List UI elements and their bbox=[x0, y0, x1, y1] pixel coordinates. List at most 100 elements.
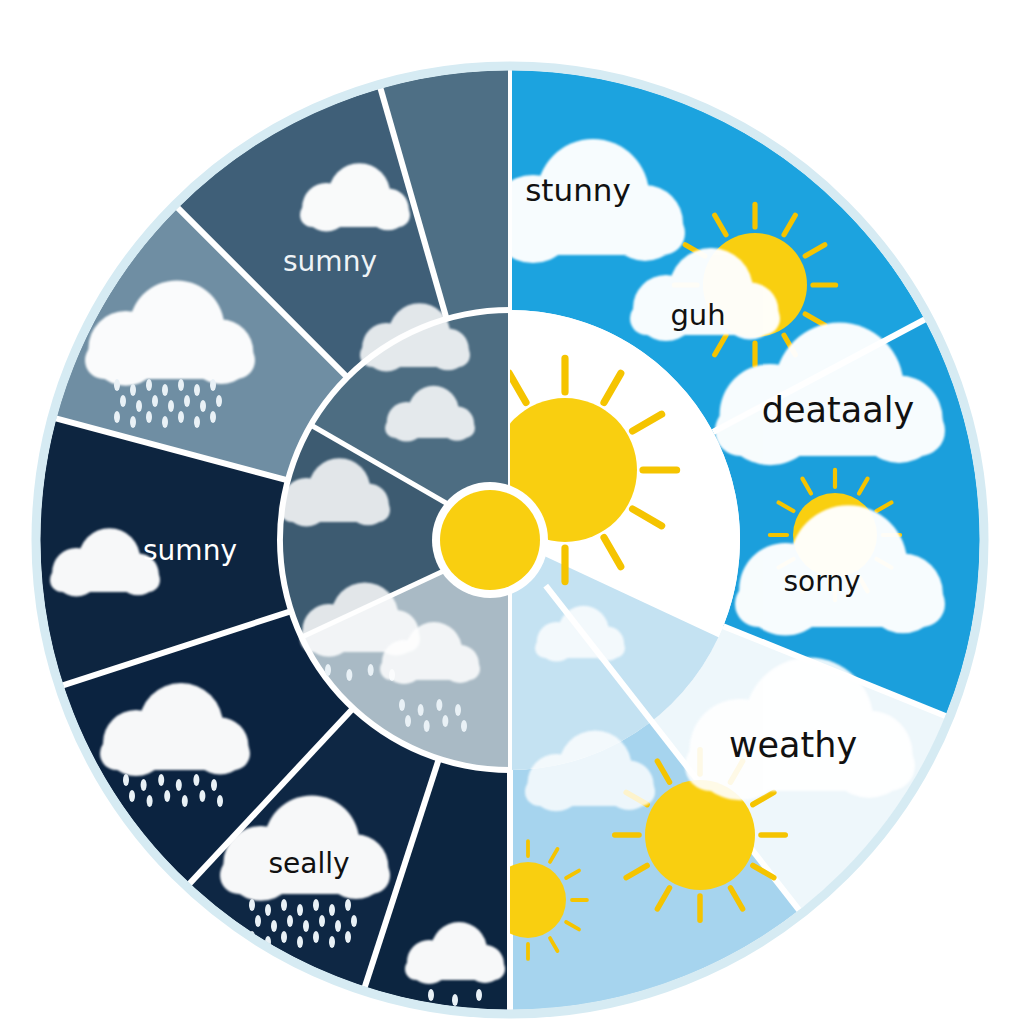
hub-ring bbox=[432, 482, 548, 598]
rain-drop bbox=[194, 384, 200, 396]
rain-drop bbox=[452, 994, 458, 1006]
cloud-icon bbox=[85, 280, 255, 385]
cloud-base bbox=[535, 638, 625, 658]
sun-ray bbox=[561, 548, 568, 582]
rain-drop bbox=[271, 920, 277, 932]
rain-drop bbox=[476, 989, 482, 1001]
sector-label: sumny bbox=[283, 247, 377, 278]
rain-drop bbox=[265, 904, 271, 916]
rain-drop bbox=[129, 790, 135, 802]
sun-ray bbox=[633, 414, 662, 431]
sun-ray bbox=[779, 502, 794, 511]
cloud-icon bbox=[385, 386, 475, 442]
rain-drop bbox=[136, 400, 142, 412]
sun-ray bbox=[550, 938, 557, 951]
cloud-icon bbox=[735, 505, 945, 635]
cloud-base bbox=[405, 958, 505, 980]
rain-drop bbox=[346, 669, 352, 681]
rain-drop bbox=[211, 779, 217, 791]
cloud-base bbox=[360, 343, 470, 367]
sun-ray bbox=[731, 888, 743, 909]
rain-drop bbox=[345, 931, 351, 943]
rain-drop bbox=[216, 395, 222, 407]
cloud-base bbox=[385, 418, 475, 438]
cloud-icon bbox=[380, 622, 480, 684]
rain-drop bbox=[345, 899, 351, 911]
sun-ray bbox=[859, 479, 868, 494]
rain-drop bbox=[287, 915, 293, 927]
sun-ray bbox=[561, 358, 568, 392]
rain-drop bbox=[281, 899, 287, 911]
cloud-icon bbox=[360, 303, 470, 371]
rain-drop bbox=[303, 920, 309, 932]
cloud-icon bbox=[685, 658, 915, 801]
sector-divider bbox=[58, 611, 291, 687]
sector-label: weathy bbox=[729, 726, 857, 765]
sun-ray bbox=[770, 533, 787, 537]
rain-drop bbox=[351, 915, 357, 927]
sun-ray bbox=[566, 922, 579, 929]
sun-ray bbox=[753, 866, 774, 878]
rain-drop bbox=[123, 774, 129, 786]
sun-icon bbox=[510, 841, 587, 959]
rain-drop bbox=[418, 704, 424, 716]
sun-ray bbox=[813, 282, 836, 287]
sector-divider bbox=[51, 417, 288, 480]
rain-drop bbox=[210, 411, 216, 423]
cloud-icon bbox=[535, 606, 625, 662]
rain-drop bbox=[168, 400, 174, 412]
sector-label: deataaly bbox=[762, 391, 914, 430]
rain-drop bbox=[152, 395, 158, 407]
wheel bbox=[40, 65, 980, 1015]
sun-ray bbox=[615, 832, 639, 838]
sector-label: sorny bbox=[783, 567, 860, 598]
rain-drop bbox=[329, 936, 335, 948]
rain-drop bbox=[436, 699, 442, 711]
sun-disc bbox=[510, 862, 566, 938]
rain-drop bbox=[184, 395, 190, 407]
rain-drop bbox=[319, 915, 325, 927]
cloud-base bbox=[510, 211, 685, 255]
cloud-base bbox=[50, 568, 160, 592]
rain-drops bbox=[428, 989, 482, 1006]
rain-drop bbox=[193, 774, 199, 786]
sun-ray bbox=[761, 832, 785, 838]
rain-drop bbox=[194, 416, 200, 428]
rain-drop bbox=[130, 384, 136, 396]
cloud-icon bbox=[510, 139, 685, 263]
sun-ray bbox=[572, 898, 587, 902]
sun-ray bbox=[833, 470, 837, 487]
cloud-icon bbox=[525, 731, 655, 812]
rain-drop bbox=[162, 416, 168, 428]
rain-drop bbox=[255, 915, 261, 927]
sun-ray bbox=[604, 538, 621, 567]
rain-drop bbox=[146, 411, 152, 423]
sun-ray bbox=[566, 871, 579, 878]
rain-drop bbox=[162, 384, 168, 396]
sun-ray bbox=[550, 849, 557, 862]
sun-ray bbox=[604, 373, 621, 402]
rain-drop bbox=[313, 899, 319, 911]
sun-ray bbox=[752, 343, 757, 366]
rain-drop bbox=[424, 720, 430, 732]
sun-ray bbox=[526, 944, 530, 959]
rain-drop bbox=[368, 664, 374, 676]
rain-drop bbox=[399, 699, 405, 711]
sun-ray bbox=[715, 215, 726, 235]
rain-drop bbox=[114, 379, 120, 391]
sun-ray bbox=[752, 204, 757, 227]
rain-drop bbox=[178, 411, 184, 423]
rain-drop bbox=[461, 720, 467, 732]
cloud-icon bbox=[630, 248, 780, 341]
cloud-base bbox=[525, 777, 655, 806]
rain-drop bbox=[249, 899, 255, 911]
rain-drop bbox=[176, 779, 182, 791]
outer-ring bbox=[36, 66, 984, 1014]
sun-ray bbox=[643, 466, 677, 473]
sector-label: guh bbox=[670, 300, 725, 332]
cloud-base bbox=[100, 737, 250, 770]
sector-label: seally bbox=[268, 849, 349, 880]
cloud-base bbox=[280, 498, 390, 522]
